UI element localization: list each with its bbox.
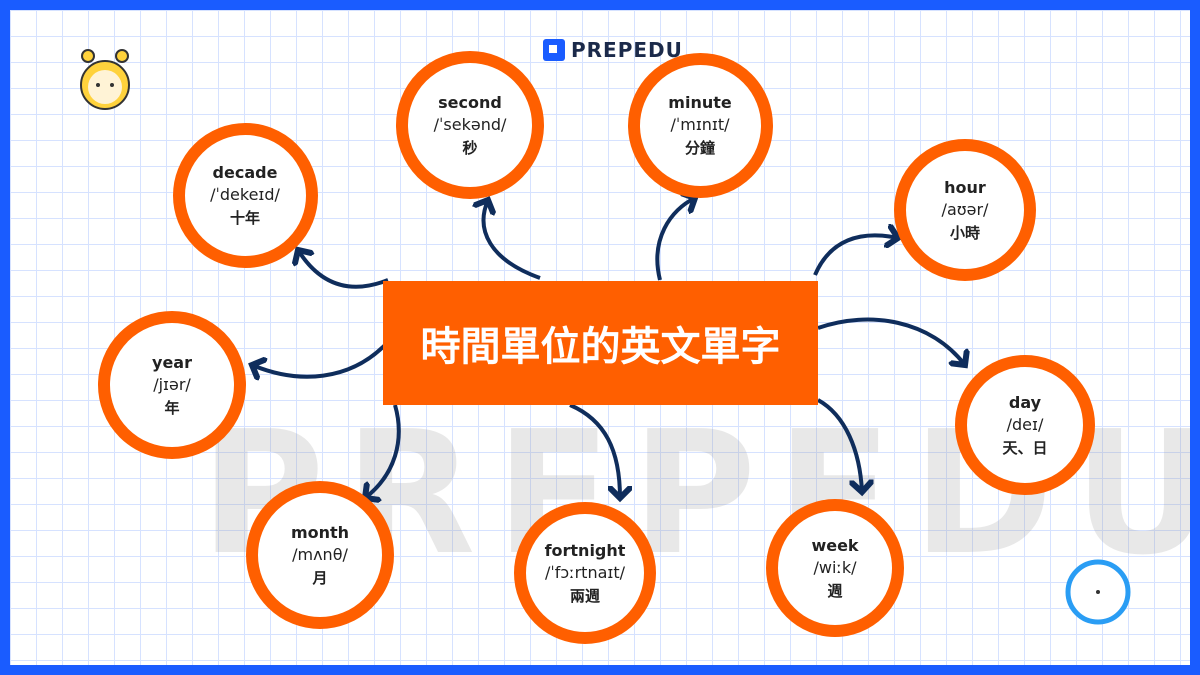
word: month: [290, 522, 350, 542]
ipa: /mʌnθ/: [292, 544, 348, 564]
word: second: [438, 92, 502, 112]
ipa: /deɪ/: [1006, 414, 1044, 434]
word: minute: [668, 92, 732, 112]
translation: 分鐘: [684, 138, 715, 157]
arrow-minute: [655, 198, 695, 281]
ipa: /aʊər/: [941, 199, 989, 219]
node-fortnight: fortnight/ˈfɔːrtnaɪt/兩週: [514, 502, 656, 644]
diagram-canvas: PREPEDU PREPEDU 時間單位的英文單字 decade/ˈdekeɪd…: [10, 10, 1190, 665]
ipa: /wiːk/: [813, 557, 857, 577]
node-second: second/ˈsekənd/秒: [396, 51, 544, 199]
arrow-hour: [813, 235, 898, 276]
arrow-fortnight: [569, 403, 620, 498]
arrow-decade: [298, 250, 389, 289]
translation: 秒: [462, 138, 478, 157]
node-hour: hour/aʊər/小時: [894, 139, 1036, 281]
brand-logo: PREPEDU: [543, 38, 683, 62]
node-day: day/deɪ/天、日: [955, 355, 1095, 495]
word: fortnight: [544, 540, 626, 560]
arrow-month: [365, 404, 401, 498]
wall-clock-icon: [1065, 559, 1131, 625]
word: week: [811, 535, 859, 555]
arrow-year: [252, 343, 387, 377]
ipa: /jɪər/: [153, 374, 191, 394]
brand-name: PREPEDU: [571, 38, 683, 62]
central-title: 時間單位的英文單字: [383, 281, 818, 405]
translation: 月: [312, 568, 328, 587]
node-decade: decade/ˈdekeɪd/十年: [172, 122, 318, 268]
alarm-clock-icon: [80, 49, 130, 110]
translation: 年: [164, 398, 180, 417]
translation: 天、日: [1002, 438, 1048, 457]
node-year: year/jɪər/年: [98, 311, 246, 459]
node-week: week/wiːk/週: [766, 499, 904, 637]
translation: 兩週: [569, 586, 600, 605]
translation: 十年: [229, 208, 260, 227]
word: hour: [944, 177, 986, 197]
node-minute: minute/ˈmɪnɪt/分鐘: [627, 52, 773, 198]
ipa: /ˈmɪnɪt/: [670, 114, 730, 134]
ipa: /ˈsekənd/: [433, 114, 507, 134]
translation: 小時: [949, 223, 980, 242]
ipa: /ˈdekeɪd/: [210, 184, 280, 204]
arrow-week: [816, 398, 862, 492]
arrow-second: [484, 200, 541, 280]
logo-icon: [543, 39, 565, 61]
arrows: [80, 49, 1131, 625]
word: year: [152, 352, 192, 372]
translation: 週: [827, 581, 843, 600]
arrow-day: [817, 317, 965, 365]
ipa: /ˈfɔːrtnaɪt/: [544, 562, 625, 582]
word: day: [1008, 392, 1042, 412]
node-month: month/mʌnθ/月: [246, 481, 394, 629]
word: decade: [212, 162, 278, 182]
